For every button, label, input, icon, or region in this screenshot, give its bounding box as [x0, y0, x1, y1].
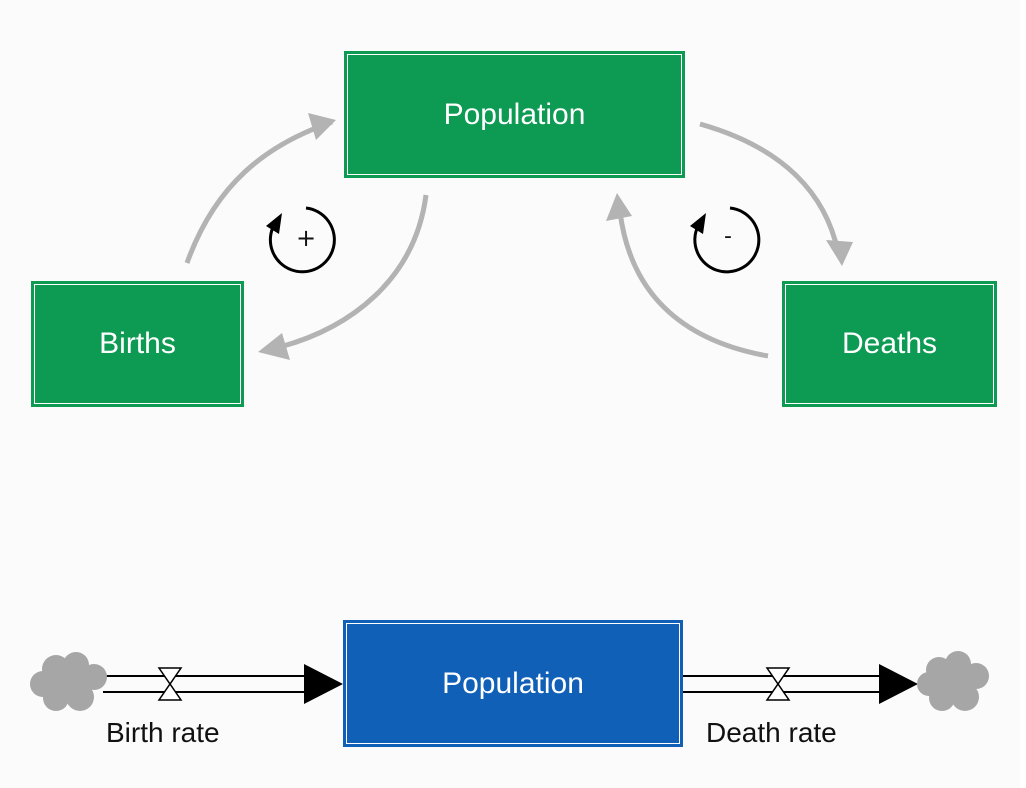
births-node: Births [31, 281, 244, 407]
inflow-arrowhead [304, 664, 343, 704]
population-stock-border [346, 623, 680, 744]
death-rate-valve-icon [765, 667, 791, 701]
birth-rate-valve-icon [157, 667, 183, 701]
deaths-node-border [785, 284, 994, 404]
population-stock-label: Population [442, 666, 584, 700]
births-node-border [34, 284, 241, 404]
deaths-node-label: Deaths [841, 327, 938, 360]
population-to-births-arrow [279, 194, 429, 350]
births-to-population-arrow [184, 119, 333, 264]
births-node-label: Births [99, 327, 176, 360]
population-to-births-arrowhead [258, 333, 290, 360]
population-node: Population [344, 51, 685, 178]
deaths-to-population-arrowhead [606, 193, 632, 221]
reinforcing-loop-sign: + [296, 224, 317, 252]
deaths-to-population-arrow [617, 211, 769, 359]
sink-cloud-icon [917, 651, 989, 711]
reinforcing-loop-icon [268, 206, 336, 274]
balancing-loop-sign: - [724, 224, 732, 249]
source-cloud-icon [30, 652, 107, 711]
reinforcing-loop-arrowhead [266, 213, 282, 234]
balancing-loop-icon [693, 206, 761, 274]
population-to-deaths-arrow [699, 121, 841, 253]
birth-rate-label: Birth rate [106, 717, 220, 748]
death-rate-label: Death rate [706, 717, 837, 748]
right-edge [1020, 0, 1026, 788]
population-node-border [347, 54, 682, 175]
births-to-population-arrowhead [308, 113, 336, 140]
population-node-label: Population [443, 97, 586, 131]
population-to-deaths-arrowhead [826, 240, 853, 266]
balancing-loop-arrowhead [690, 213, 706, 234]
deaths-node: Deaths [782, 281, 997, 407]
outflow-arrowhead [879, 664, 918, 704]
population-stock: Population [343, 620, 683, 747]
